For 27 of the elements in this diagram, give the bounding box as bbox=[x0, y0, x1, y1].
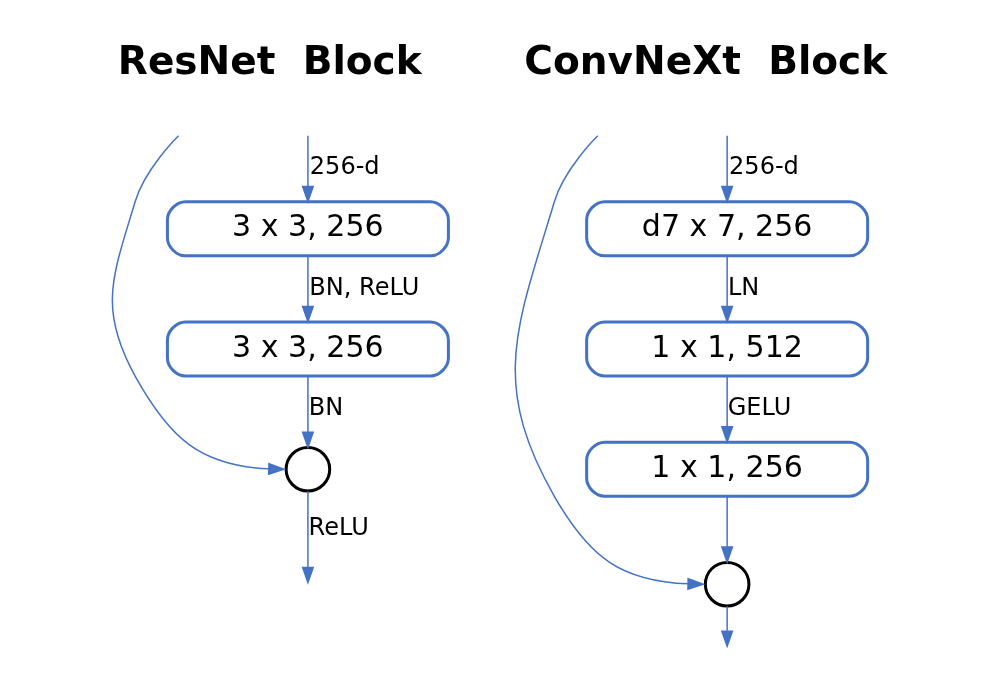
arrow bbox=[111, 135, 287, 476]
arrow bbox=[301, 490, 315, 585]
node-box: d7 x 7, 256 bbox=[585, 200, 870, 258]
edge-label: ReLU bbox=[308, 513, 369, 542]
node-circle bbox=[284, 445, 332, 493]
arrow bbox=[720, 375, 734, 445]
node-box: 3 x 3, 256 bbox=[165, 200, 450, 258]
edge-label: 256-d bbox=[729, 152, 799, 181]
edge-label: BN, ReLU bbox=[309, 272, 420, 301]
arrow bbox=[720, 495, 734, 565]
arrow bbox=[720, 605, 734, 649]
arrow bbox=[720, 255, 734, 324]
arrow bbox=[301, 134, 315, 204]
edge-label: BN bbox=[308, 392, 344, 421]
arrow bbox=[514, 135, 706, 591]
edge-label: GELU bbox=[727, 392, 792, 421]
arrow bbox=[301, 255, 315, 324]
label: ResNet Block bbox=[117, 38, 422, 84]
edge-label: LN bbox=[727, 272, 760, 301]
node-circle bbox=[703, 560, 751, 608]
node-box: 1 x 1, 256 bbox=[585, 440, 870, 498]
arrow bbox=[720, 134, 734, 204]
node-box: 3 x 3, 256 bbox=[165, 320, 450, 378]
node-box: 1 x 1, 512 bbox=[585, 320, 870, 378]
arrow bbox=[301, 375, 315, 450]
edge-label: 256-d bbox=[309, 152, 380, 181]
label: ConvNeXt Block bbox=[524, 38, 888, 84]
